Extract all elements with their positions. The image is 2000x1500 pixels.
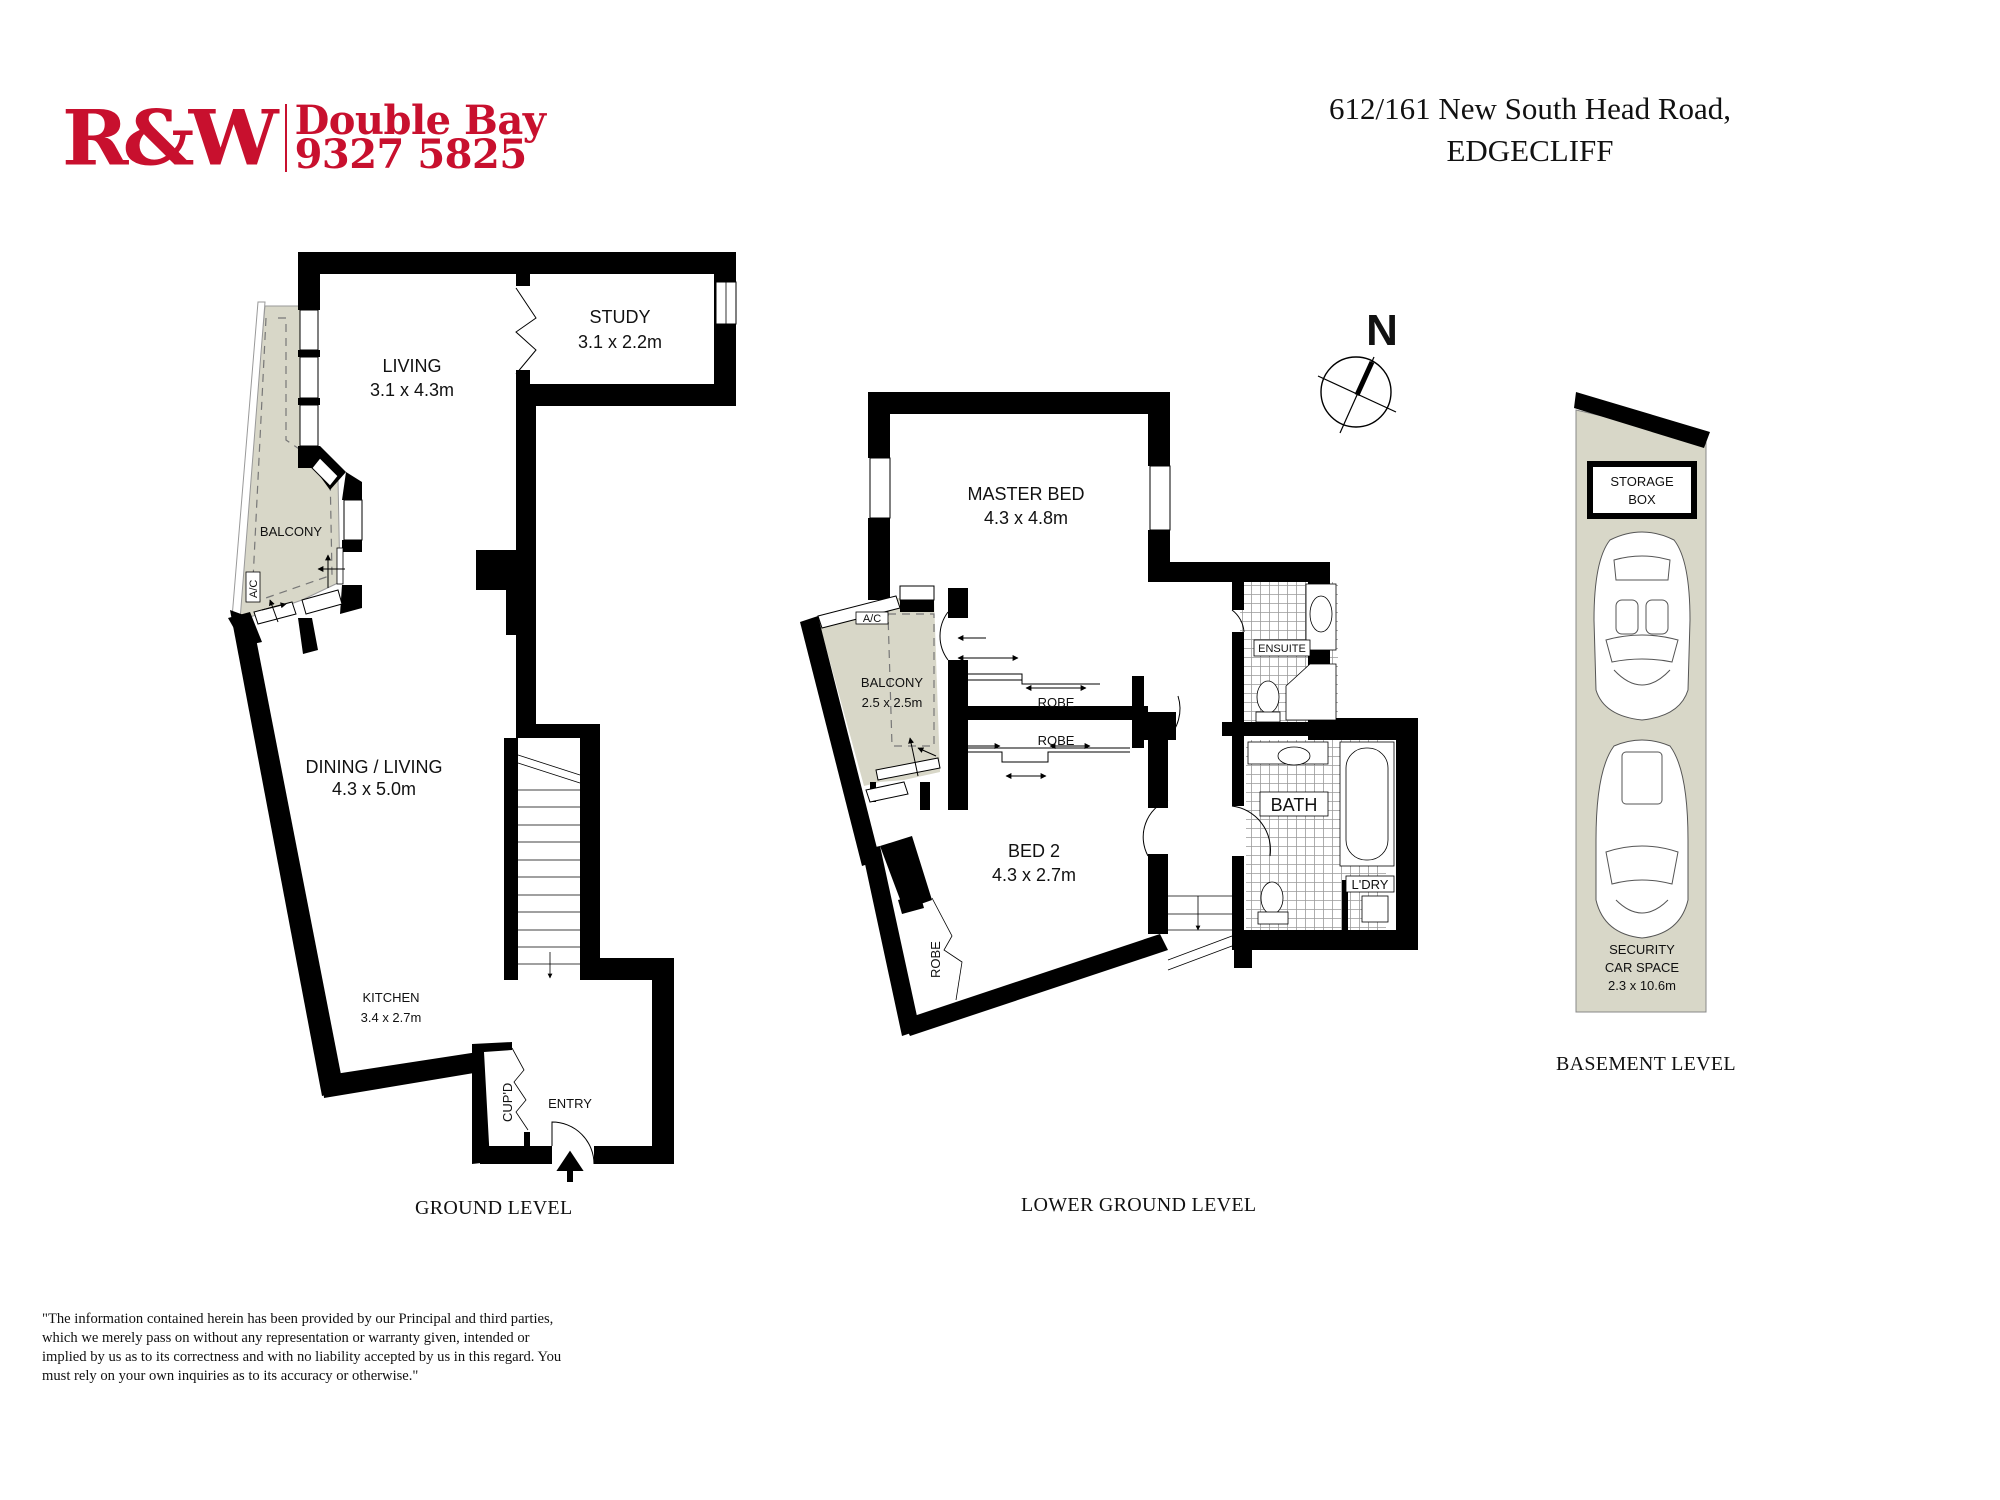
robe-label-2: ROBE bbox=[1038, 733, 1075, 748]
logo-divider bbox=[284, 104, 287, 172]
address-line1: 612/161 New South Head Road, bbox=[1328, 91, 1732, 126]
bath-label: BATH bbox=[1271, 795, 1318, 815]
entry-label: ENTRY bbox=[548, 1096, 592, 1111]
ground-level-label: GROUND LEVEL bbox=[415, 1197, 573, 1219]
car-space-size: 2.3 x 10.6m bbox=[1608, 978, 1676, 993]
property-address: 612/161 New South Head Road, EDGECLIFF bbox=[1230, 88, 1830, 172]
compass-label: N bbox=[1366, 306, 1398, 355]
robe-label-3: ROBE bbox=[928, 941, 943, 978]
study-label: STUDY bbox=[589, 307, 650, 327]
lower-balcony-label: BALCONY bbox=[861, 675, 923, 690]
master-bed-size: 4.3 x 4.8m bbox=[984, 508, 1068, 528]
car-icon bbox=[1593, 531, 1691, 721]
study-size: 3.1 x 2.2m bbox=[578, 332, 662, 352]
living-size: 3.1 x 4.3m bbox=[370, 380, 454, 400]
robe-label-1: ROBE bbox=[1038, 695, 1075, 710]
lower-ground-level-label: LOWER GROUND LEVEL bbox=[1021, 1194, 1257, 1216]
car-space-label-1: SECURITY bbox=[1609, 942, 1675, 957]
storage-label-2: BOX bbox=[1628, 492, 1656, 507]
lower-ground-plan: A/C bbox=[800, 392, 1418, 1036]
lower-ac-label: A/C bbox=[863, 613, 881, 625]
address-line2: EDGECLIFF bbox=[1446, 133, 1614, 168]
logo-office-block: Double Bay 9327 5825 bbox=[295, 101, 546, 175]
ground-level-plan: A/C LIVING 3.1 x 4.3m STUDY 3.1 x 2.2m B… bbox=[228, 252, 737, 1182]
compass-north-icon: N bbox=[1317, 306, 1398, 434]
living-label: LIVING bbox=[382, 356, 441, 376]
bed2-label: BED 2 bbox=[1008, 841, 1060, 861]
logo-office: Double Bay bbox=[294, 97, 546, 144]
car-space-label-2: CAR SPACE bbox=[1605, 960, 1679, 975]
dining-size: 4.3 x 5.0m bbox=[332, 779, 416, 799]
basement-plan: STORAGE BOX SECURITY CAR SPACE 2.3 x 10.… bbox=[1574, 392, 1710, 1013]
bed2-size: 4.3 x 2.7m bbox=[992, 865, 1076, 885]
agency-logo: R&W Double Bay 9327 5825 bbox=[62, 98, 546, 178]
kitchen-size: 3.4 x 2.7m bbox=[361, 1010, 422, 1025]
dining-label: DINING / LIVING bbox=[305, 757, 442, 777]
ground-ac-label: A/C bbox=[248, 580, 260, 598]
cupboard-label: CUP'D bbox=[500, 1083, 515, 1122]
laundry-label: L'DRY bbox=[1352, 877, 1389, 892]
ensuite-label: ENSUITE bbox=[1258, 643, 1306, 655]
disclaimer-text: "The information contained herein has be… bbox=[42, 1311, 562, 1384]
storage-box: STORAGE BOX bbox=[1587, 461, 1697, 519]
storage-label-1: STORAGE bbox=[1610, 474, 1674, 489]
logo-phone: 9327 5825 bbox=[294, 131, 528, 178]
lower-balcony-size: 2.5 x 2.5m bbox=[862, 695, 923, 710]
master-bed-label: MASTER BED bbox=[967, 484, 1084, 504]
logo-mark: R&W bbox=[62, 93, 279, 183]
basement-level-label: BASEMENT LEVEL bbox=[1556, 1053, 1736, 1075]
car-icon bbox=[1595, 739, 1689, 939]
kitchen-label: KITCHEN bbox=[362, 990, 419, 1005]
ground-balcony-label: BALCONY bbox=[260, 524, 322, 539]
